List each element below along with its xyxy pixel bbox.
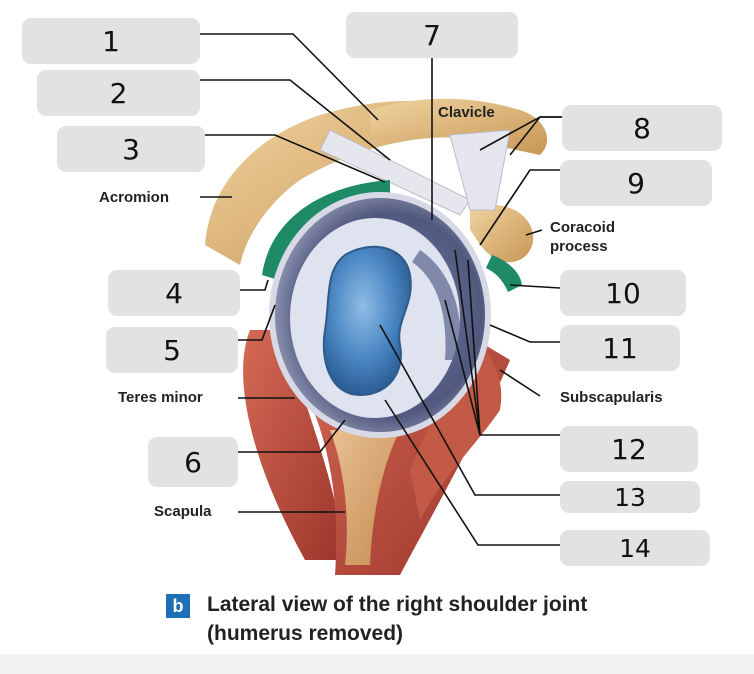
- answer-box-number: 10: [605, 276, 641, 310]
- subscapularis-muscle: [410, 330, 502, 520]
- label-subscapularis: Subscapularis: [560, 389, 663, 406]
- answer-box-2[interactable]: 2: [37, 70, 200, 116]
- figure-badge: b: [166, 594, 190, 618]
- label-scapula: Scapula: [154, 503, 212, 520]
- scapula-bone: [330, 430, 400, 565]
- teres-minor-muscle: [243, 330, 345, 560]
- answer-box-number: 11: [602, 331, 638, 365]
- answer-box-6[interactable]: 6: [148, 437, 238, 487]
- leader-lines: [200, 33, 562, 546]
- subdeltoid-bursa-right: [486, 255, 522, 292]
- answer-box-9[interactable]: 9: [560, 160, 712, 206]
- answer-box-number: 14: [619, 533, 651, 563]
- subacromial-bursa: [262, 180, 390, 280]
- answer-box-8[interactable]: 8: [562, 105, 722, 151]
- answer-box-number: 5: [163, 333, 181, 367]
- answer-box-number: 4: [165, 276, 183, 310]
- glenoid-cavity: [322, 245, 412, 397]
- label-acromion: Acromion: [99, 189, 170, 206]
- label-clavicle: Clavicle: [438, 104, 495, 121]
- answer-box-number: 12: [611, 432, 647, 466]
- answer-box-4[interactable]: 4: [108, 270, 240, 316]
- answer-box-number: 8: [633, 111, 651, 145]
- figure-caption: Lateral view of the right shoulder joint…: [207, 590, 587, 648]
- answer-box-5[interactable]: 5: [106, 327, 238, 373]
- answer-box-11[interactable]: 11: [560, 325, 680, 371]
- answer-box-7[interactable]: 7: [346, 12, 518, 58]
- answer-box-number: 13: [614, 482, 646, 512]
- answer-box-1[interactable]: 1: [22, 18, 200, 64]
- answer-box-3[interactable]: 3: [57, 126, 205, 172]
- caption-line-2: (humerus removed): [207, 622, 404, 645]
- answer-box-number: 6: [184, 445, 202, 479]
- coracoclavicular-ligament: [449, 129, 511, 211]
- answer-box-12[interactable]: 12: [560, 426, 698, 472]
- glenohumeral-ligaments: [412, 250, 461, 360]
- answer-box-10[interactable]: 10: [560, 270, 686, 316]
- answer-box-number: 9: [627, 166, 645, 200]
- answer-box-13[interactable]: 13: [560, 481, 700, 513]
- answer-box-14[interactable]: 14: [560, 530, 710, 566]
- label-teres-minor: Teres minor: [118, 389, 203, 406]
- label-coracoid-process: Coracoid process: [550, 219, 616, 255]
- coracoid-bone: [470, 205, 534, 263]
- answer-box-number: 2: [109, 76, 128, 110]
- footer-bar: [0, 654, 754, 674]
- caption-line-1: Lateral view of the right shoulder joint: [207, 593, 588, 616]
- answer-box-number: 7: [423, 18, 441, 52]
- acromion-bone: [205, 100, 480, 266]
- answer-box-number: 1: [102, 24, 120, 58]
- answer-box-number: 3: [122, 132, 140, 166]
